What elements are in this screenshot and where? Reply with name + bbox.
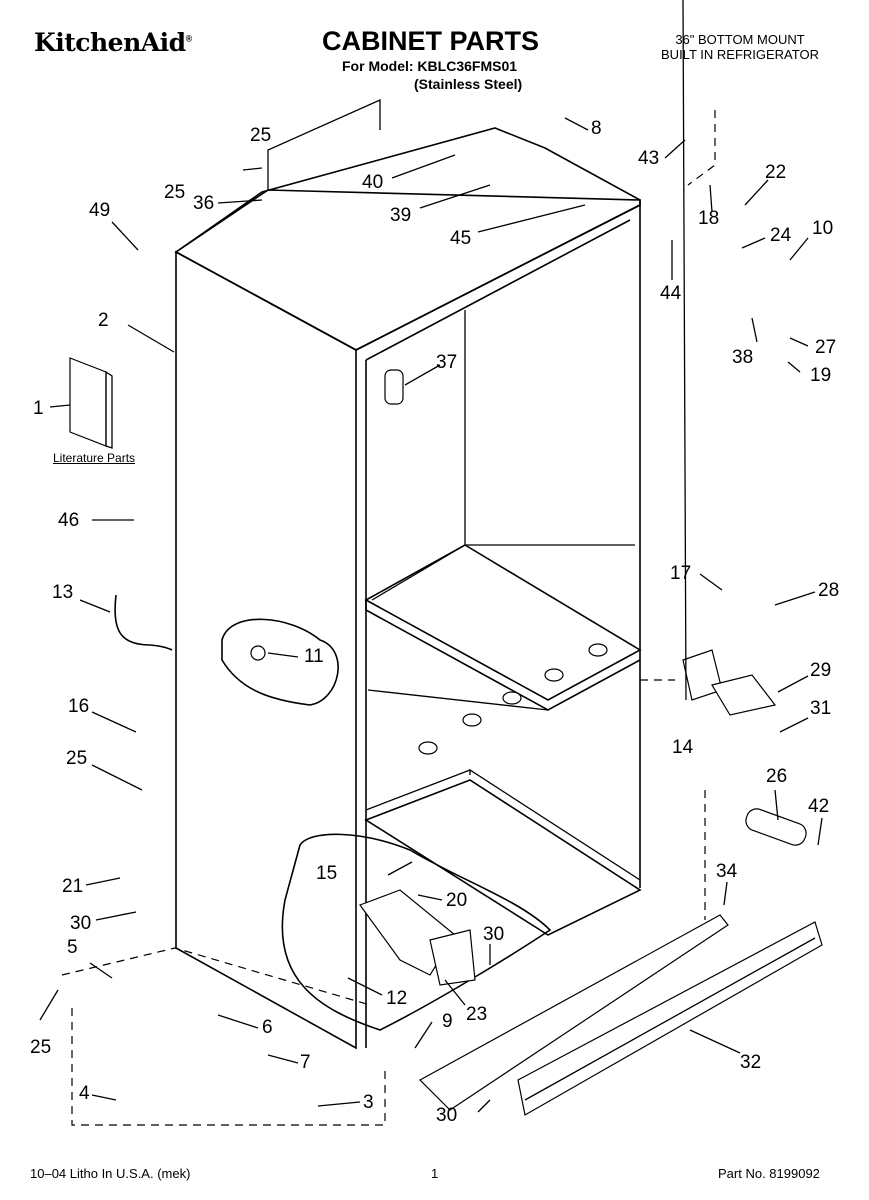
callout-number: 4 (79, 1083, 90, 1104)
cabinet-left-side (175, 250, 357, 1050)
callout-number: 43 (638, 148, 660, 169)
product-description: 36" BOTTOM MOUNT BUILT IN REFRIGERATOR (640, 32, 840, 62)
callout-number: 3 (363, 1092, 374, 1113)
callout-number: 18 (698, 208, 720, 229)
callout-number: 39 (390, 205, 412, 226)
brand-logo: KitchenAid® (34, 28, 192, 57)
literature-parts-label: Literature Parts (53, 451, 136, 465)
callout-number: 7 (300, 1052, 311, 1073)
callout-number: 25 (164, 182, 186, 203)
literature-booklet (69, 357, 107, 447)
part-13-tube (114, 594, 173, 651)
callout-number: 30 (436, 1105, 458, 1126)
product-line-1: 36" BOTTOM MOUNT (675, 32, 805, 47)
callout-number: 34 (716, 861, 738, 882)
page-number: 1 (431, 1166, 439, 1181)
callout-number: 27 (815, 337, 837, 358)
footer-litho: 10–04 Litho In U.S.A. (mek) (30, 1166, 191, 1181)
page-title: CABINET PARTS (322, 26, 540, 56)
callout-number: 28 (818, 580, 840, 601)
part-26-cylinder (745, 808, 807, 846)
callout-number: 37 (436, 352, 458, 373)
callout-number: 38 (732, 347, 754, 368)
callout-number: 26 (766, 766, 788, 787)
callout-number: 25 (66, 748, 88, 769)
callout-number: 30 (483, 924, 505, 945)
callout-number: 10 (812, 218, 834, 239)
callout-number: 11 (304, 646, 324, 667)
callout-number: 6 (262, 1017, 273, 1038)
callout-number: 19 (810, 365, 832, 386)
callout-number: 25 (30, 1037, 52, 1058)
product-line-2: BUILT IN REFRIGERATOR (661, 47, 819, 62)
part-number: Part No. 8199092 (718, 1166, 820, 1181)
callout-number: 1 (33, 398, 44, 419)
finish-label: (Stainless Steel) (414, 76, 523, 92)
callout-number: 23 (466, 1004, 488, 1025)
callout-number: 16 (68, 696, 90, 717)
callout-number: 2 (98, 310, 109, 331)
callout-number: 13 (52, 582, 74, 603)
callout-number: 49 (89, 200, 111, 221)
freezer-divider (364, 544, 642, 701)
callout-number: 46 (58, 510, 80, 531)
part-34-grille (419, 914, 729, 1111)
callout-number: 15 (316, 863, 338, 884)
part-29-hinge (711, 674, 777, 716)
callout-number: 29 (810, 660, 832, 681)
model-number: For Model: KBLC36FMS01 (342, 58, 518, 74)
callout-number: 40 (362, 172, 384, 193)
callout-number: 9 (442, 1011, 453, 1032)
callout-number: 44 (660, 283, 682, 304)
callout-number: 45 (450, 228, 472, 249)
callout-number: 21 (62, 876, 84, 897)
callout-number: 42 (808, 796, 830, 817)
callout-number: 14 (672, 737, 694, 758)
part-37-bracket (384, 369, 404, 405)
callout-number: 32 (740, 1052, 762, 1073)
callout-number: 24 (770, 225, 792, 246)
callout-number: 5 (67, 937, 78, 958)
callout-number: 25 (250, 125, 272, 146)
callout-number: 22 (765, 162, 787, 183)
callout-number: 20 (446, 890, 468, 911)
callout-number: 8 (591, 118, 602, 139)
callout-number: 36 (193, 193, 215, 214)
callout-number: 17 (670, 563, 692, 584)
callout-number: 31 (810, 698, 832, 719)
callout-number: 12 (386, 988, 408, 1009)
foam-patch (221, 618, 339, 706)
callout-number: 30 (70, 913, 92, 934)
